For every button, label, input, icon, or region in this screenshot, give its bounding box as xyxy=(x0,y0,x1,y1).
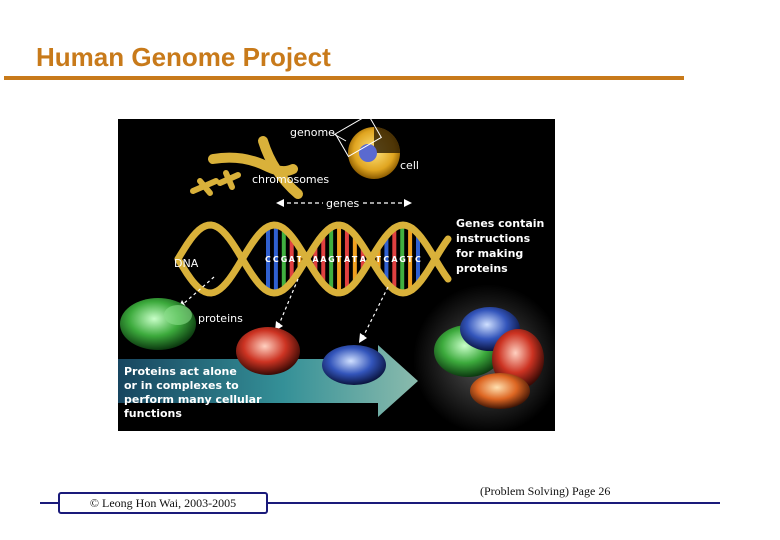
base-letter: G xyxy=(281,255,288,264)
copyright-notice: © Leong Hon Wai, 2003-2005 xyxy=(58,492,268,514)
base-letter: G xyxy=(399,255,406,264)
base-letter: A xyxy=(391,255,398,264)
base-letter: T xyxy=(407,255,413,264)
base-letter: C xyxy=(265,255,271,264)
protein-blue-icon xyxy=(322,345,386,385)
base-letter: A xyxy=(344,255,351,264)
protein-complex-icon xyxy=(413,284,555,431)
proteins-caption-line-2: or in complexes to xyxy=(124,379,239,392)
genes-caption: Genes contain instructions for making pr… xyxy=(456,217,544,275)
slide-title: Human Genome Project xyxy=(36,42,331,73)
base-letter: C xyxy=(383,255,389,264)
genes-caption-line-3: for making xyxy=(456,247,523,260)
chromosome-icon xyxy=(193,141,298,194)
proteins-label: proteins xyxy=(198,312,243,325)
proteins-caption-line-1: Proteins act alone xyxy=(124,365,237,378)
base-letter: C xyxy=(273,255,279,264)
base-letter: A xyxy=(320,255,327,264)
genes-caption-line-1: Genes contain xyxy=(456,217,544,230)
page-number: (Problem Solving) Page 26 xyxy=(480,484,610,499)
chromosomes-label: chromosomes xyxy=(252,173,329,186)
protein-green-icon xyxy=(120,298,196,350)
title-underline xyxy=(4,76,684,80)
proteins-caption-line-3: perform many cellular xyxy=(124,393,262,406)
genes-label: genes xyxy=(326,197,359,210)
genes-caption-line-4: proteins xyxy=(456,262,508,275)
base-letter: A xyxy=(312,255,319,264)
protein-red-icon xyxy=(236,327,300,375)
genes-caption-line-2: instructions xyxy=(456,232,531,245)
cell-label: cell xyxy=(400,159,419,172)
base-letter: C xyxy=(415,255,421,264)
genome-label: genome xyxy=(290,126,335,139)
cell-icon xyxy=(335,119,400,179)
base-letter: T xyxy=(336,255,342,264)
base-letter: A xyxy=(289,255,296,264)
dna-label: DNA xyxy=(174,257,199,270)
proteins-caption-line-4: functions xyxy=(124,407,182,420)
base-letter: G xyxy=(328,255,335,264)
base-letter: T xyxy=(352,255,358,264)
